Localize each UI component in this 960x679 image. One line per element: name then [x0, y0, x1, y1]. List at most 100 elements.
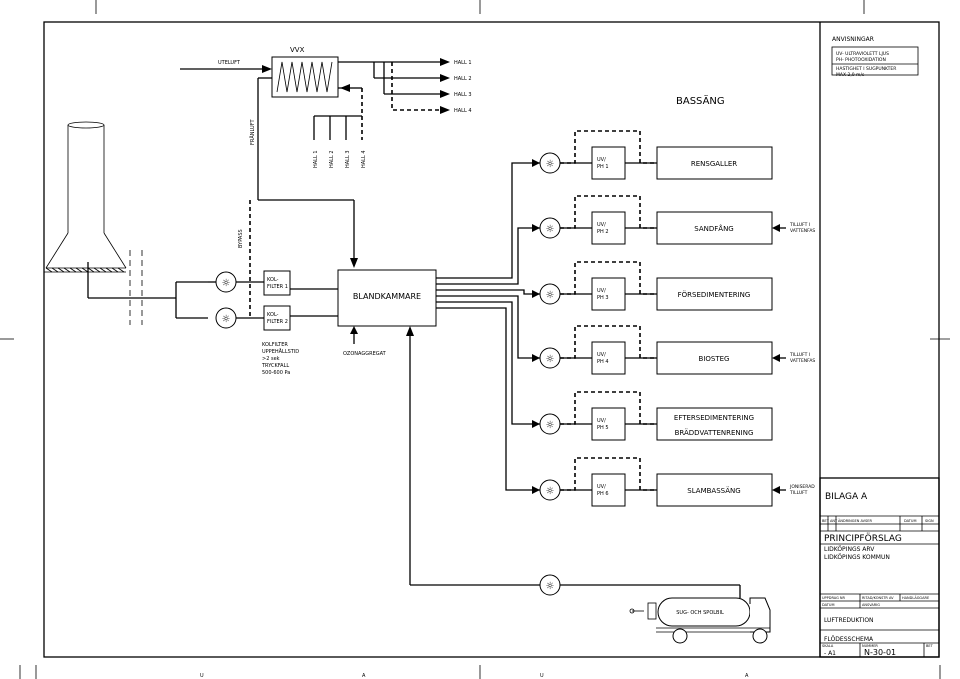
supply-label: TILLUFT I: [789, 352, 810, 358]
bassang-label: BASSÄNG: [676, 94, 725, 107]
uv-label: UV/: [597, 222, 606, 228]
uv-label: UV/: [597, 418, 606, 424]
svg-text:☼: ☼: [546, 420, 555, 431]
uv-label: UV/: [597, 352, 606, 358]
truck-return-line: ☼: [406, 326, 741, 598]
stage-box: [656, 211, 773, 245]
margin-mark: U: [200, 673, 204, 679]
kolfilter-1: KOL- FILTER 1: [263, 270, 291, 296]
svg-text:HASTIGHET I SUGPUNKTER: HASTIGHET I SUGPUNKTER: [836, 66, 896, 72]
stage-label: FÖRSEDIMENTERING: [678, 290, 751, 299]
drawing-type: FLÖDESSCHEMA: [824, 636, 874, 643]
svg-text:KOL-: KOL-: [267, 277, 279, 283]
drawing-frame: [43, 21, 940, 658]
uv-label: PH 4: [597, 359, 609, 365]
uv-label: UV/: [597, 157, 606, 163]
kolfilter-notes: KOLFILTER UPPEHÅLLSTID >2 sek TRYCKFALL …: [261, 342, 299, 376]
svg-text:☼: ☼: [546, 581, 555, 592]
svg-text:☼: ☼: [546, 290, 555, 301]
svg-text:HALL 1: HALL 1: [313, 150, 319, 168]
svg-text:ANSVARIG: ANSVARIG: [862, 603, 880, 607]
margin-mark: A: [362, 673, 366, 679]
uv-ph-unit: [591, 473, 626, 507]
stage-box: [656, 277, 773, 311]
supply-label: VATTENFAS: [790, 358, 815, 364]
stage-label: SANDFÅNG: [694, 224, 733, 233]
truck-icon: SUG- OCH SPOLBIL: [629, 597, 771, 644]
svg-text:☼: ☼: [546, 224, 555, 235]
svg-text:ANT: ANT: [830, 519, 838, 523]
truck-label: SUG- OCH SPOLBIL: [676, 610, 724, 616]
svg-text:☼: ☼: [222, 314, 231, 325]
svg-text:LIDKÖPINGS ARV: LIDKÖPINGS ARV: [824, 546, 875, 553]
kolfilter-2: KOL- FILTER 2: [263, 305, 291, 331]
svg-text:MAX 2,0 m/s: MAX 2,0 m/s: [836, 72, 865, 78]
uteluft-label: UTELUFT: [218, 60, 241, 66]
svg-text:NUMMER: NUMMER: [862, 644, 878, 648]
stage-label: BIOSTEG: [699, 355, 730, 363]
uv-label: UV/: [597, 484, 606, 490]
svg-text:BET: BET: [926, 644, 934, 648]
svg-text:LIDKÖPINGS KOMMUN: LIDKÖPINGS KOMMUN: [824, 554, 890, 561]
svg-text:FILTER 2: FILTER 2: [267, 319, 288, 325]
uv-ph-unit: [591, 407, 626, 441]
anvisningar-block: ANVISNINGAR UV- ULTRAVIOLETT LJUS PH- PH…: [831, 36, 919, 78]
uv-label: PH 6: [597, 491, 609, 497]
fan-pair-stack: ☼ ☼: [175, 271, 264, 329]
supply-label: TILLUFT: [789, 490, 808, 496]
uv-label: PH 3: [597, 295, 609, 301]
svg-text:RITAD/KONSTR AV: RITAD/KONSTR AV: [862, 596, 894, 600]
stage-label: SLAMBASSÄNG: [687, 486, 740, 495]
uv-label: PH 2: [597, 229, 609, 235]
supply-label: JONISERAD: [789, 484, 815, 490]
svg-text:☼: ☼: [546, 159, 555, 170]
uv-ph-unit: [591, 341, 626, 375]
margin-mark: A: [745, 673, 749, 679]
uv-label: UV/: [597, 288, 606, 294]
svg-text:☼: ☼: [546, 354, 555, 365]
franluft-label: FRÅNLUFT: [249, 119, 256, 145]
svg-text:DATUM: DATUM: [822, 603, 834, 607]
svg-text:BLANDKAMMARE: BLANDKAMMARE: [353, 292, 421, 301]
vvx-heat-exchanger: VVX: [271, 46, 339, 98]
svg-text:VVX: VVX: [290, 46, 305, 54]
svg-text:SKALA: SKALA: [822, 644, 834, 648]
svg-text:☼: ☼: [546, 486, 555, 497]
uv-label: PH 5: [597, 425, 609, 431]
svg-text:HANDLÄGGARE: HANDLÄGGARE: [902, 595, 929, 600]
supply-halls: HALL 1 HALL 2 HALL 3 HALL 4: [338, 58, 472, 114]
ozonaggregat-label: OZONAGGREGAT: [343, 351, 387, 357]
stage-label: EFTERSEDIMENTERING: [674, 414, 754, 422]
stage-row: ☼ UV/PH 3 FÖRSEDIMENTERING: [436, 261, 773, 311]
uv-label: PH 1: [597, 164, 609, 170]
svg-text:HALL 3: HALL 3: [345, 150, 351, 168]
svg-text:HALL 1: HALL 1: [454, 60, 472, 66]
drawing-heading: PRINCIPFÖRSLAG: [824, 533, 902, 544]
stage-row: ☼ UV/PH 1 RENSGALLER: [436, 130, 773, 279]
svg-text:PH- PHOTOOXIDATION: PH- PHOTOOXIDATION: [836, 57, 886, 63]
bilaga-label: BILAGA A: [825, 492, 868, 502]
blandkammare-box: BLANDKAMMARE: [337, 269, 437, 327]
stage-row: ☼UV/PH 5EFTERSEDIMENTERINGBRÄDDVATTENREN…: [436, 301, 773, 441]
uv-ph-unit: [591, 211, 626, 245]
stage-box: [656, 407, 773, 441]
svg-text:ÄNDRINGEN AVSER: ÄNDRINGEN AVSER: [838, 518, 872, 523]
svg-text:>2 sek: >2 sek: [262, 356, 280, 362]
bypass-label: BYPASS: [238, 229, 244, 248]
margin-marks: U A U A: [200, 673, 749, 679]
drawing-number: N-30-01: [864, 648, 896, 657]
svg-text:UV- ULTRAVIOLETT LJUS: UV- ULTRAVIOLETT LJUS: [836, 51, 889, 57]
uv-ph-unit: [591, 146, 626, 180]
svg-text:UPPEHÅLLSTID: UPPEHÅLLSTID: [262, 348, 299, 355]
svg-text:KOL-: KOL-: [267, 312, 279, 318]
svg-text:TRYCKFALL: TRYCKFALL: [261, 363, 289, 369]
anvisningar-title: ANVISNINGAR: [832, 36, 874, 43]
svg-text:KOLFILTER: KOLFILTER: [262, 342, 288, 348]
process-stages: ☼ UV/PH 1 RENSGALLER ☼ UV/PH 2 SANDFÅNG TILLUF…: [436, 130, 815, 507]
stage-label: RENSGALLER: [691, 160, 737, 168]
